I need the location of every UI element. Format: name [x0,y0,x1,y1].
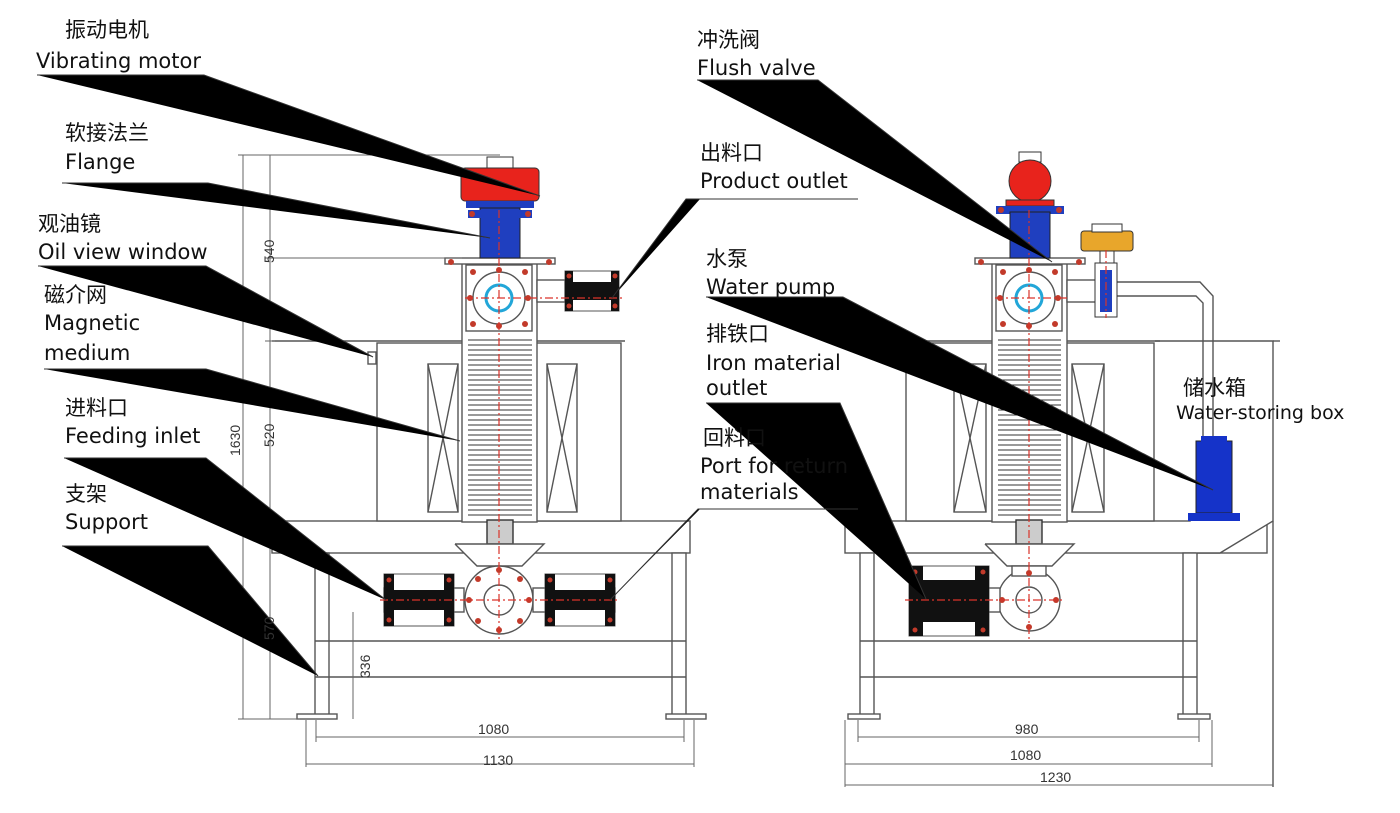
dim-520: 520 [261,423,277,447]
label-iron-outlet-en2: outlet [706,376,768,400]
left-magnetic-medium [468,339,532,516]
right-water-pump [1195,440,1233,514]
label-flush-valve: 冲洗阀 [697,28,760,52]
label-water-box: 储水箱 [1183,376,1246,400]
dim-1130: 1130 [483,752,513,768]
dim-1630: 1630 [227,425,243,456]
label-product-outlet: 出料口 [700,141,763,165]
label-vibrating-motor: 振动电机 [65,18,149,42]
label-return-port-en: Port for return [700,454,849,478]
label-return-port: 回料口 [703,426,766,450]
label-product-outlet-en: Product outlet [700,169,848,193]
label-flange: 软接法兰 [65,121,149,145]
leader-lines [37,74,1214,677]
label-flush-valve-en: Flush valve [697,56,816,80]
label-iron-outlet-en: Iron material [706,351,841,375]
label-support: 支架 [65,482,107,506]
label-water-pump-en: Water pump [706,275,836,299]
label-iron-outlet: 排铁口 [706,322,769,346]
dimension-text: 540 520 570 336 1630 1080 1130 980 1080 … [227,239,1071,785]
label-flange-en: Flange [65,150,136,174]
dim-570: 570 [261,616,277,640]
dim-336: 336 [357,654,373,678]
left-colored-parts [380,156,622,640]
label-magnetic-medium-en: Magnetic [44,311,141,335]
label-return-port-en2: materials [700,480,799,504]
right-vibrating-motor [1008,159,1052,203]
label-water-pump: 水泵 [706,247,748,271]
label-feeding-inlet: 进料口 [65,396,128,420]
label-oil-view-window-en: Oil view window [38,240,208,264]
label-support-en: Support [65,510,149,534]
label-vibrating-motor-en: Vibrating motor [36,49,201,73]
label-magnetic-medium-en2: medium [44,341,131,365]
label-cn: 振动电机 [65,18,149,42]
label-water-box-en: Water-storing box [1176,402,1345,424]
dim-1080-left: 1080 [478,721,509,737]
dim-540: 540 [261,239,277,263]
right-flush-valve [1080,230,1134,252]
left-machine [238,154,707,767]
label-feeding-inlet-en: Feeding inlet [65,424,201,448]
dim-1230: 1230 [1040,769,1071,785]
label-oil-view-window: 观油镜 [38,212,101,236]
right-dimension-lines [844,720,1273,787]
label-magnetic-medium: 磁介网 [44,283,107,307]
dim-1080-right: 1080 [1010,747,1041,763]
dim-980: 980 [1015,721,1039,737]
